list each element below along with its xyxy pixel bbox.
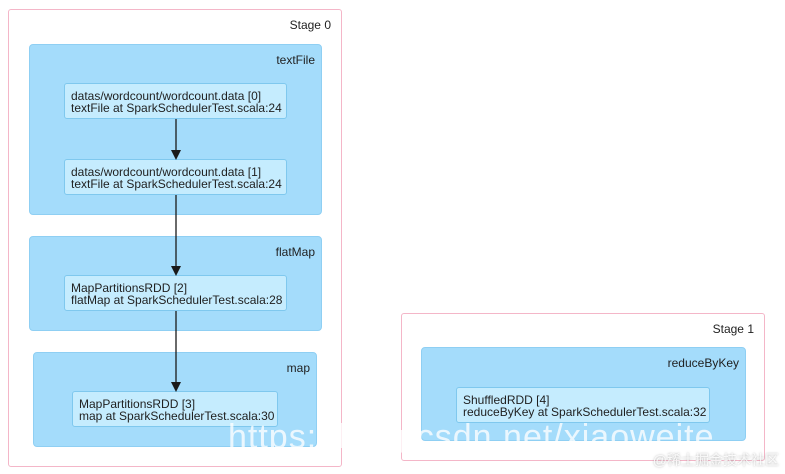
- operation-title: reduceByKey: [667, 356, 739, 370]
- rdd-callsite: map at SparkSchedulerTest.scala:30: [79, 409, 275, 423]
- rdd-node-2[interactable]: MapPartitionsRDD [2] flatMap at SparkSch…: [64, 275, 287, 311]
- operation-title: map: [286, 361, 310, 375]
- rdd-name: datas/wordcount/wordcount.data [0]: [71, 89, 262, 103]
- operation-title: flatMap: [275, 245, 315, 259]
- rdd-callsite: reduceByKey at SparkSchedulerTest.scala:…: [463, 405, 707, 419]
- rdd-node-4[interactable]: ShuffledRDD [4] reduceByKey at SparkSche…: [456, 387, 710, 423]
- rdd-node-1[interactable]: datas/wordcount/wordcount.data [1] textF…: [64, 159, 287, 195]
- rdd-name: datas/wordcount/wordcount.data [1]: [71, 165, 262, 179]
- rdd-name: ShuffledRDD [4]: [463, 393, 550, 407]
- rdd-name: MapPartitionsRDD [3]: [79, 397, 196, 411]
- rdd-callsite: textFile at SparkSchedulerTest.scala:24: [71, 177, 282, 191]
- stage-title: Stage 1: [712, 322, 754, 336]
- rdd-node-3[interactable]: MapPartitionsRDD [3] map at SparkSchedul…: [72, 391, 278, 427]
- watermark-credit: @稀土掘金技术社区: [652, 452, 779, 468]
- operation-title: textFile: [276, 53, 315, 67]
- rdd-name: MapPartitionsRDD [2]: [71, 281, 188, 295]
- rdd-node-0[interactable]: datas/wordcount/wordcount.data [0] textF…: [64, 83, 287, 119]
- stage-title: Stage 0: [289, 18, 331, 32]
- rdd-callsite: flatMap at SparkSchedulerTest.scala:28: [71, 293, 283, 307]
- watermark-url: https://blog.csdn.net/xiaoweite: [228, 418, 715, 456]
- rdd-callsite: textFile at SparkSchedulerTest.scala:24: [71, 101, 282, 115]
